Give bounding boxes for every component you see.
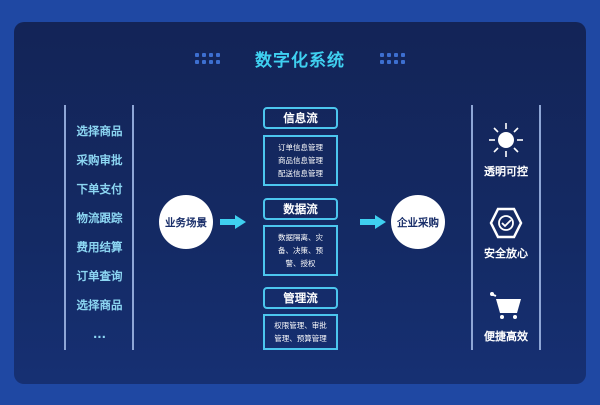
- flow-box-info: 订单信息管理 商品信息管理 配送信息管理: [263, 135, 338, 186]
- scenario-item: 订单查询: [76, 269, 123, 283]
- flow-line: 配送信息管理: [278, 169, 323, 178]
- diagram-panel: [14, 22, 586, 384]
- scenario-item: 采购审批: [76, 153, 123, 167]
- decorative-dots-left: [195, 53, 220, 64]
- flow-line: 订单信息管理: [278, 143, 323, 152]
- decorative-dots-right: [380, 53, 405, 64]
- benefit-label: 便捷高效: [484, 330, 528, 343]
- shield-check-icon: [486, 205, 526, 241]
- flow-header-data: 数据流: [263, 198, 338, 220]
- flow-line: 商品信息管理: [278, 156, 323, 165]
- right-divider: [471, 105, 473, 350]
- flow-line: 数据隔离、灾: [278, 233, 323, 242]
- flow-header-info: 信息流: [263, 107, 338, 129]
- flow-line: 管理、预算管理: [274, 334, 327, 343]
- benefit-label: 安全放心: [484, 247, 528, 260]
- diagram-title: 数字化系统: [255, 51, 345, 71]
- flow-line: 权限管理、审批: [274, 321, 327, 330]
- flow-line: 备、决策、预: [278, 246, 323, 255]
- scenario-item: 选择商品: [76, 298, 123, 312]
- arrow-right-icon: [360, 215, 386, 229]
- target-node: 企业采购: [391, 195, 445, 249]
- scenario-item-more: ...: [92, 327, 107, 341]
- flow-line: 警、授权: [285, 259, 316, 268]
- flow-box-data: 数据隔离、灾 备、决策、预 警、授权: [263, 225, 338, 276]
- cart-icon: [486, 288, 526, 324]
- scenario-item: 选择商品: [76, 124, 123, 138]
- flow-box-management: 权限管理、审批 管理、预算管理: [263, 314, 338, 350]
- benefit-label: 透明可控: [484, 165, 528, 178]
- scenario-item: 物流跟踪: [76, 211, 123, 225]
- arrow-right-icon: [220, 215, 246, 229]
- source-node: 业务场景: [159, 195, 213, 249]
- left-divider: [132, 105, 134, 350]
- sun-icon: [486, 122, 526, 158]
- scenario-item: 下单支付: [76, 182, 123, 196]
- flow-header-management: 管理流: [263, 287, 338, 309]
- right-divider: [539, 105, 541, 350]
- left-divider: [64, 105, 66, 350]
- scenario-item: 费用结算: [76, 240, 123, 254]
